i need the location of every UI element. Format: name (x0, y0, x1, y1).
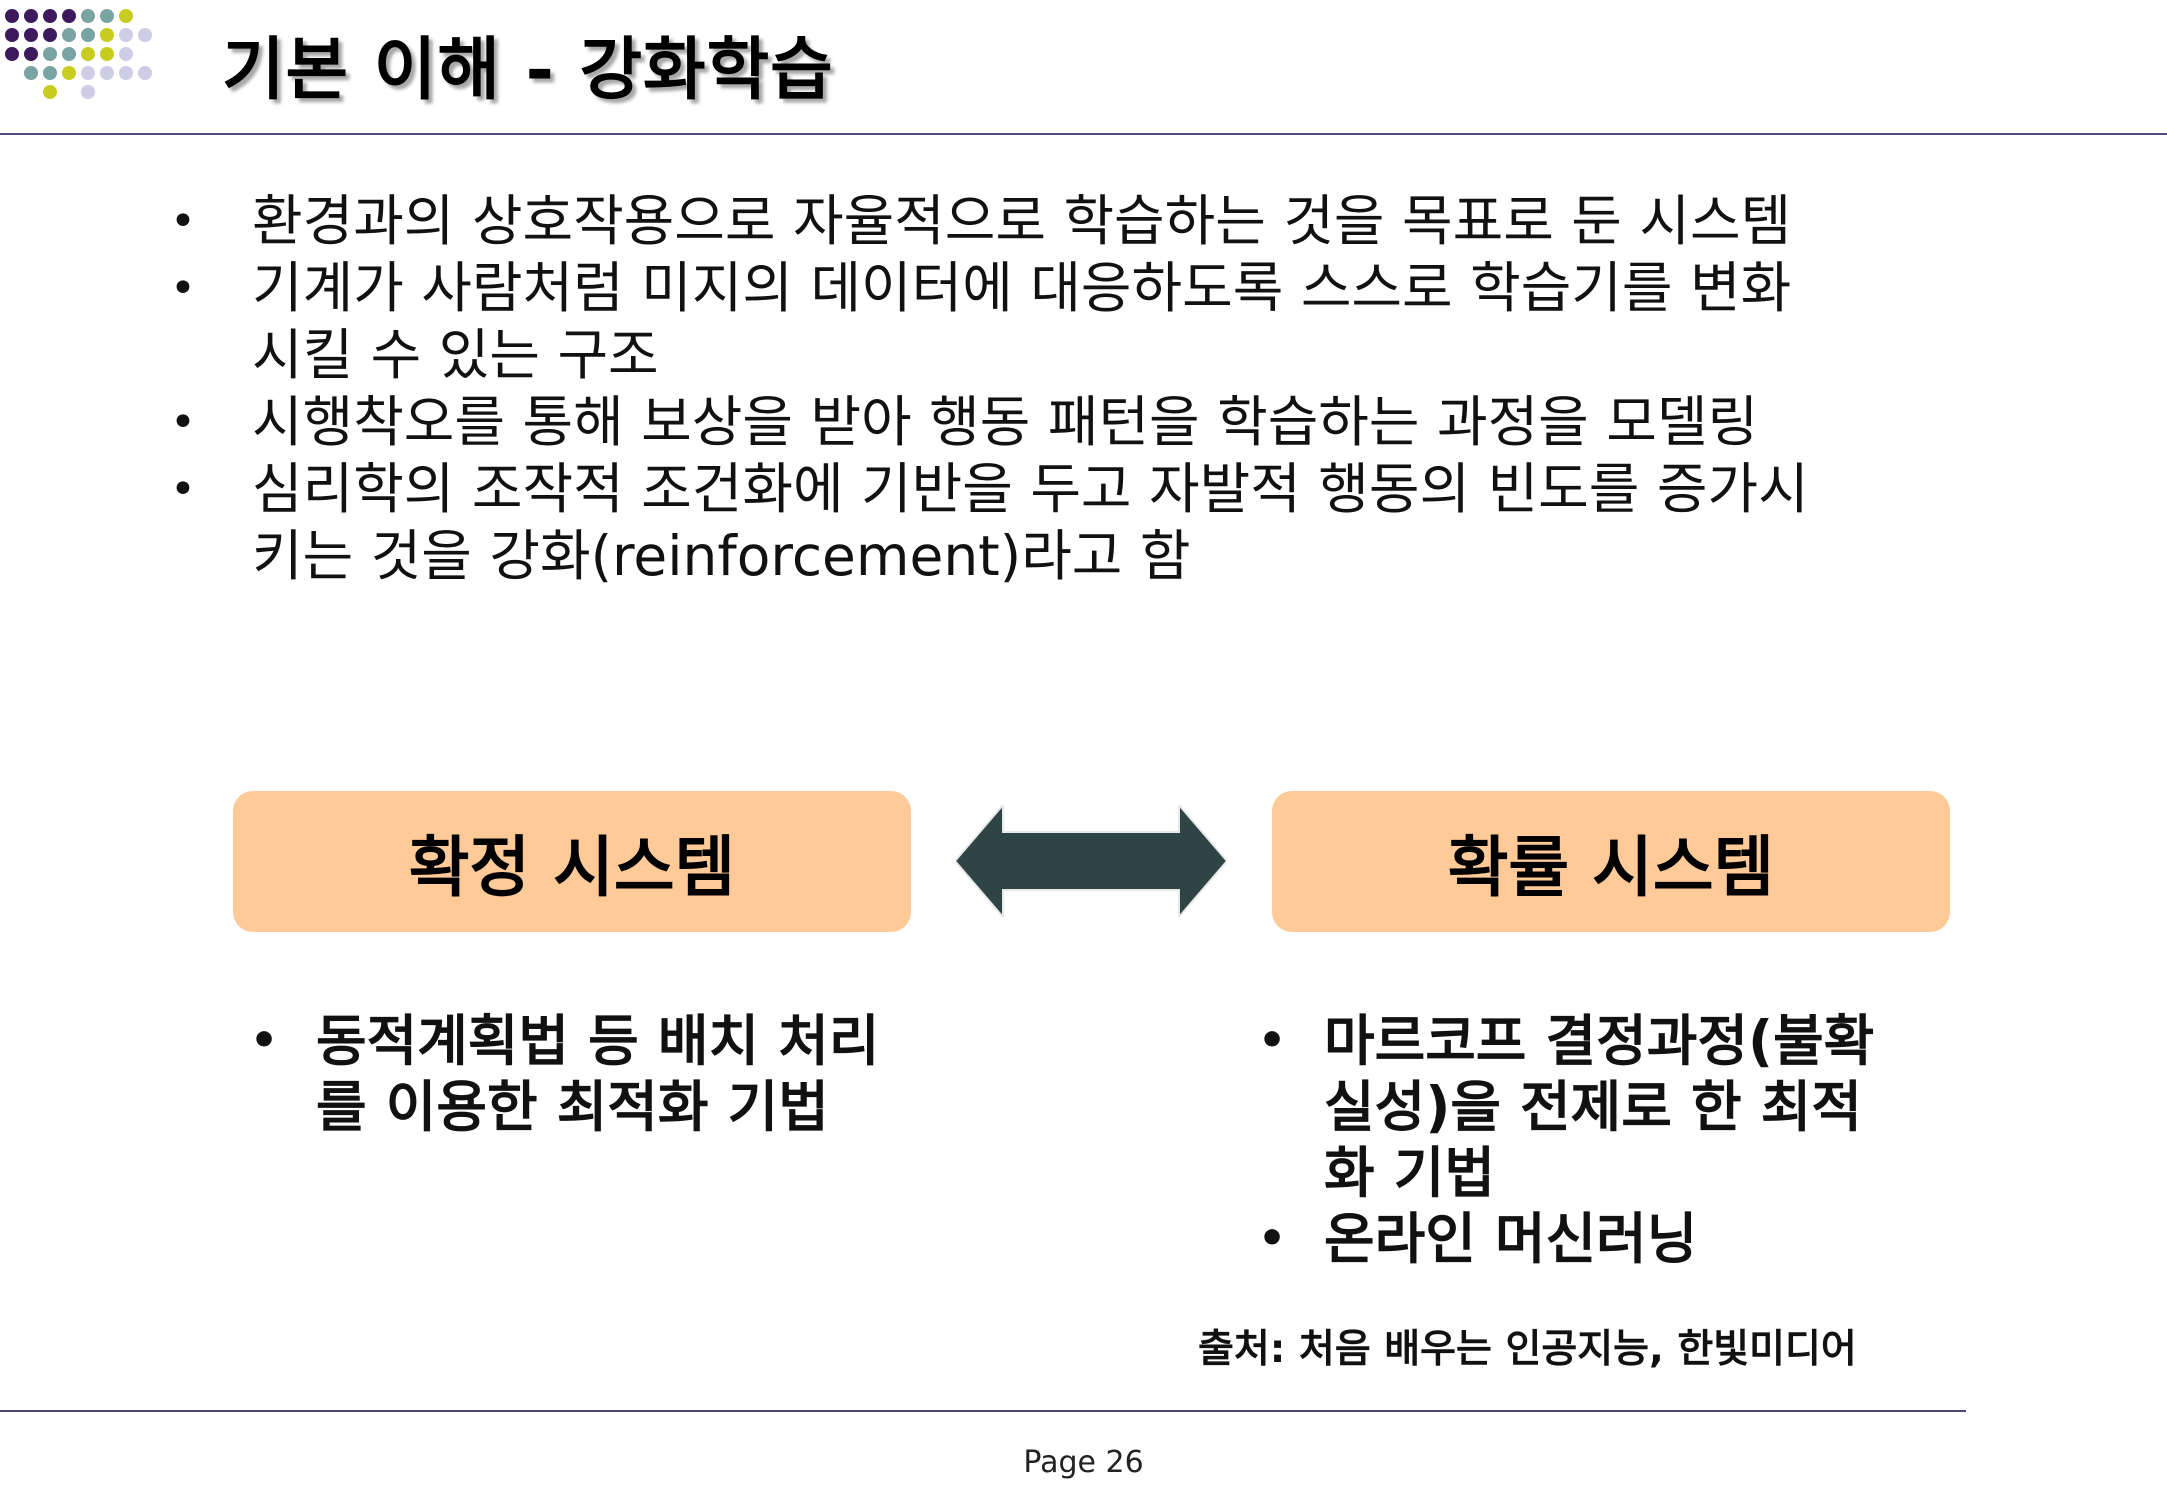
header-divider (0, 133, 2167, 135)
page-title: 기본 이해 - 강화학습 (222, 31, 834, 110)
main-bullet-list: 환경과의 상호작용으로 자율적으로 학습하는 것을 목표로 둔 시스템 기계가 … (168, 188, 1968, 590)
list-item: 마르코프 결정과정(불확 (1258, 1008, 1874, 1074)
stochastic-system-box: 확률 시스템 (1272, 791, 1950, 932)
footer-divider (0, 1410, 1966, 1412)
page-number: Page 26 (1023, 1445, 1144, 1480)
deterministic-system-box: 확정 시스템 (233, 791, 911, 932)
deterministic-bullet-list: 동적계획법 등 배치 처리 를 이용한 최적화 기법 (250, 1008, 879, 1140)
double-arrow-icon (955, 805, 1227, 917)
bullet-continuation: 키는 것을 강화(reinforcement)라고 함 (252, 524, 1191, 588)
list-item: 동적계획법 등 배치 처리 (250, 1008, 879, 1074)
logo-dots-icon (5, 9, 152, 99)
list-item: 온라인 머신러닝 (1258, 1206, 1874, 1272)
source-citation: 출처: 처음 배우는 인공지능, 한빛미디어 (1198, 1327, 1857, 1372)
list-item-continuation: 화 기법 (1324, 1141, 1495, 1205)
list-item-continuation: 를 이용한 최적화 기법 (316, 1075, 829, 1139)
bullet-item: 환경과의 상호작용으로 자율적으로 학습하는 것을 목표로 둔 시스템 (168, 188, 1968, 255)
stochastic-bullet-list: 마르코프 결정과정(불확 실성)을 전제로 한 최적 화 기법 온라인 머신러닝 (1258, 1008, 1874, 1272)
bullet-item: 시행착오를 통해 보상을 받아 행동 패턴을 학습하는 과정을 모델링 (168, 389, 1968, 456)
bullet-item: 심리학의 조작적 조건화에 기반을 두고 자발적 행동의 빈도를 증가시 (168, 456, 1968, 523)
list-item-continuation: 실성)을 전제로 한 최적 (1324, 1075, 1862, 1139)
bullet-continuation: 시킬 수 있는 구조 (252, 323, 659, 387)
bullet-item: 기계가 사람처럼 미지의 데이터에 대응하도록 스스로 학습기를 변화 (168, 255, 1968, 322)
